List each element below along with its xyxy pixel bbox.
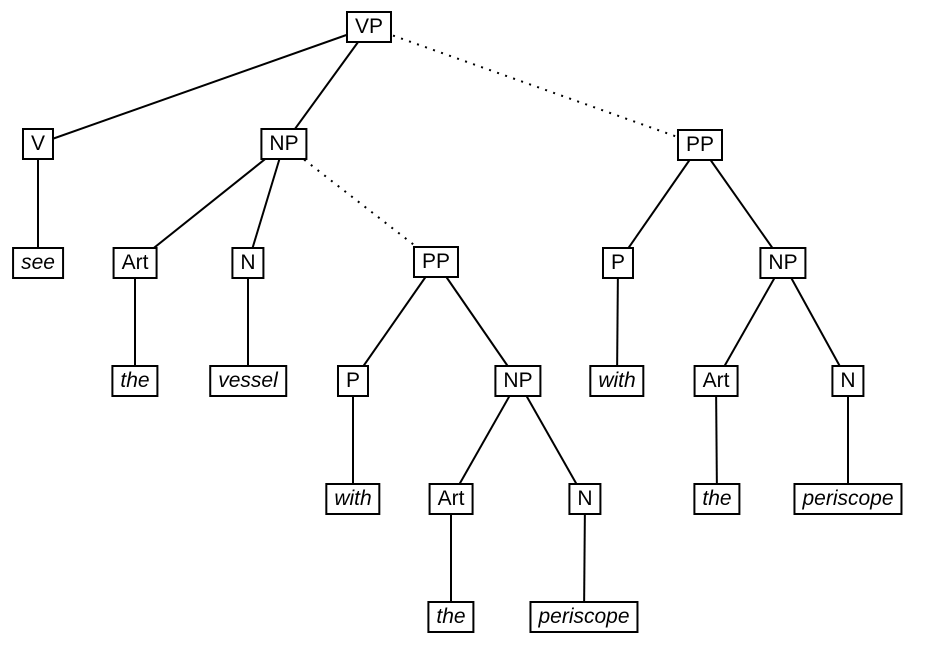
tree-node-p_m: P [336, 365, 370, 397]
edge-np-art [134, 143, 285, 264]
tree-node-with_m: with [325, 483, 381, 515]
tree-node-n: N [231, 247, 265, 279]
tree-node-vessel: vessel [209, 365, 287, 397]
tree-node-the_m: the [427, 601, 475, 633]
edge-art_r-the_r [715, 380, 718, 500]
tree-node-vp: VP [345, 11, 393, 43]
edge-vp-np [283, 26, 370, 145]
edge-np_r-n_r [782, 262, 849, 382]
tree-node-with_r: with [589, 365, 645, 397]
tree-node-np_m: NP [494, 365, 542, 397]
edge-p_r-with_r [616, 262, 619, 382]
tree-node-np: NP [260, 128, 308, 160]
edge-n_m-periscope_m [583, 498, 586, 618]
tree-node-periscope_m: periscope [529, 601, 639, 633]
tree-node-the: the [111, 365, 159, 397]
edge-pp_r-np_r [699, 144, 784, 264]
tree-node-np_r: NP [759, 247, 807, 279]
edge-np-n [247, 143, 285, 264]
edge-pp_m-p_m [352, 261, 437, 382]
tree-node-periscope_r: periscope [793, 483, 903, 515]
edge-pp_m-np_m [435, 261, 519, 382]
tree-node-art_r: Art [693, 365, 739, 397]
tree-node-p_r: P [601, 247, 635, 279]
tree-node-the_r: the [693, 483, 741, 515]
edge-np_m-n_m [517, 380, 586, 500]
tree-node-art_m: Art [428, 483, 474, 515]
tree-node-n_r: N [831, 365, 865, 397]
tree-node-see: see [12, 247, 64, 279]
tree-node-v: V [21, 128, 55, 160]
edge-vp-v [37, 26, 370, 145]
tree-node-art: Art [112, 247, 158, 279]
tree-node-n_m: N [568, 483, 602, 515]
tree-node-pp_r: PP [676, 129, 724, 161]
edge-np_m-art_m [450, 380, 519, 500]
tree-node-pp_m: PP [412, 246, 460, 278]
edge-np_r-art_r [715, 262, 784, 382]
edge-pp_r-p_r [617, 144, 701, 264]
